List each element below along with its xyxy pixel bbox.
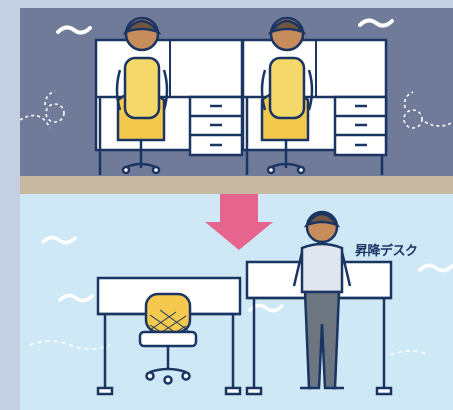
air-circulation-icon [19,90,65,129]
seated-worker [115,16,169,175]
down-arrow-icon [205,194,273,250]
air-circulation-icon [403,91,453,129]
wind-icon [56,18,394,35]
floor-stripe [20,176,453,194]
mesh-chair [138,292,198,385]
standing-worker [292,210,352,390]
bottom-panel [20,194,453,410]
top-panel [19,8,453,186]
seated-worker [260,16,314,175]
standing-desk-label: 昇降デスク [355,244,418,259]
